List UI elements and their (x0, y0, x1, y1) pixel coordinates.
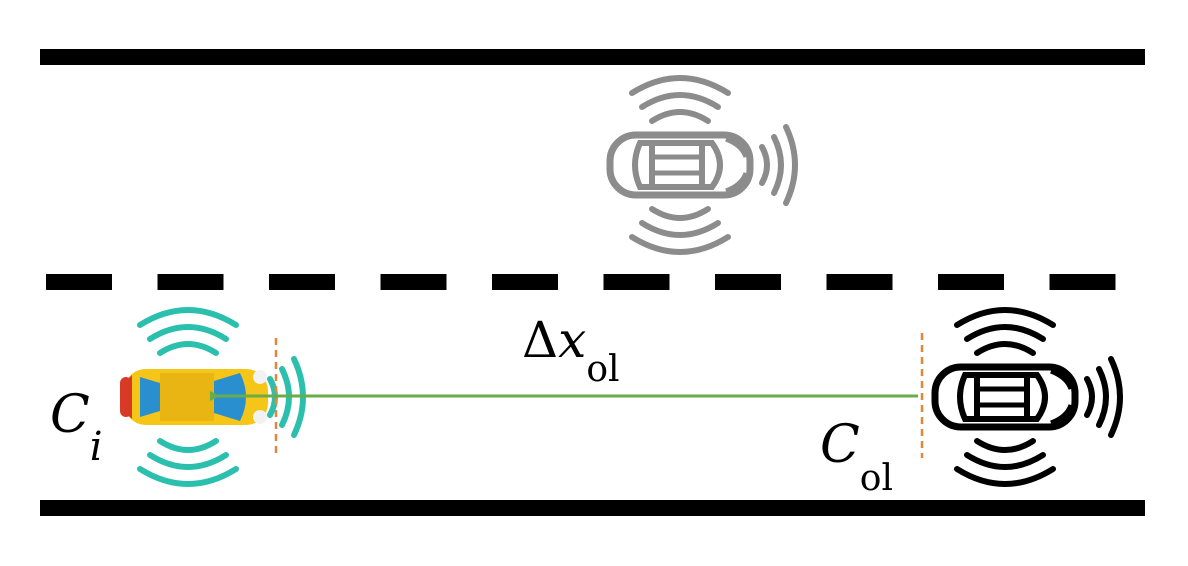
lane-dash (380, 274, 447, 290)
lane-dash (157, 274, 224, 290)
lane-dash (603, 274, 670, 290)
delta-x-var: x (558, 311, 586, 369)
leader-car-icon (935, 310, 1120, 484)
lane-dash (269, 274, 335, 290)
delta-x-sub: ol (586, 349, 619, 390)
delta-symbol: Δ (522, 311, 558, 369)
lane-dash (1049, 274, 1116, 290)
lane-dash (46, 274, 112, 290)
lane-dash (826, 274, 893, 290)
ghost-car-icon (610, 78, 795, 252)
delta-x-label: Δxol (522, 311, 620, 390)
ego-car-icon (120, 310, 303, 484)
lane-dash (492, 274, 558, 290)
ego-car-label-sub: i (90, 424, 103, 470)
ego-car-label-main: C (50, 385, 90, 445)
road-bottom-edge (40, 500, 1145, 516)
lane-dash (938, 274, 1004, 290)
lane-divider (46, 274, 1116, 290)
leader-car-label-sub: ol (860, 458, 893, 499)
leader-car-label: Col (820, 415, 893, 499)
lane-dash (715, 274, 781, 290)
ego-car-label: Ci (50, 385, 103, 470)
road-top-edge (40, 49, 1145, 65)
leader-car-label-main: C (820, 415, 860, 475)
